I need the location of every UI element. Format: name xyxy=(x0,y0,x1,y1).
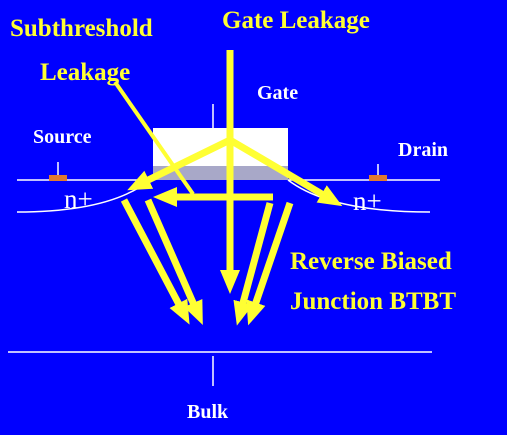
junction-btbt-arrows xyxy=(120,198,294,326)
junction-btbt-label-line1: Reverse Biased xyxy=(290,248,452,275)
bulk-label: Bulk xyxy=(187,401,229,423)
junction-btbt-label-line2: Junction BTBT xyxy=(290,288,457,315)
drain-label: Drain xyxy=(398,139,448,161)
subthreshold-label-line1: Subthreshold xyxy=(10,15,153,42)
drain-n-plus-label: n+ xyxy=(353,186,382,216)
btbt-arrow-drain-right xyxy=(246,201,294,326)
source-label: Source xyxy=(33,126,92,148)
gate-leakage-label: Gate Leakage xyxy=(222,7,370,34)
subthreshold-leakage-arrows xyxy=(113,80,273,207)
gate-oxide xyxy=(153,166,288,180)
gate-leakage-arrow-right xyxy=(228,136,343,207)
source-contact xyxy=(49,175,67,181)
gate-leakage-arrows xyxy=(127,50,343,294)
drain-junction-curve xyxy=(287,179,431,213)
btbt-arrow-source-left xyxy=(120,198,190,325)
gate-leakage-arrow-left xyxy=(127,136,232,191)
source-n-plus-label: n+ xyxy=(64,184,93,214)
subthreshold-label-line2: Leakage xyxy=(40,59,131,86)
btbt-arrow-source-right xyxy=(144,198,203,325)
btbt-arrow-drain-left xyxy=(233,202,274,326)
gate-label: Gate xyxy=(257,82,299,104)
subthreshold-pointer xyxy=(113,80,195,196)
drain-contact xyxy=(369,175,387,181)
